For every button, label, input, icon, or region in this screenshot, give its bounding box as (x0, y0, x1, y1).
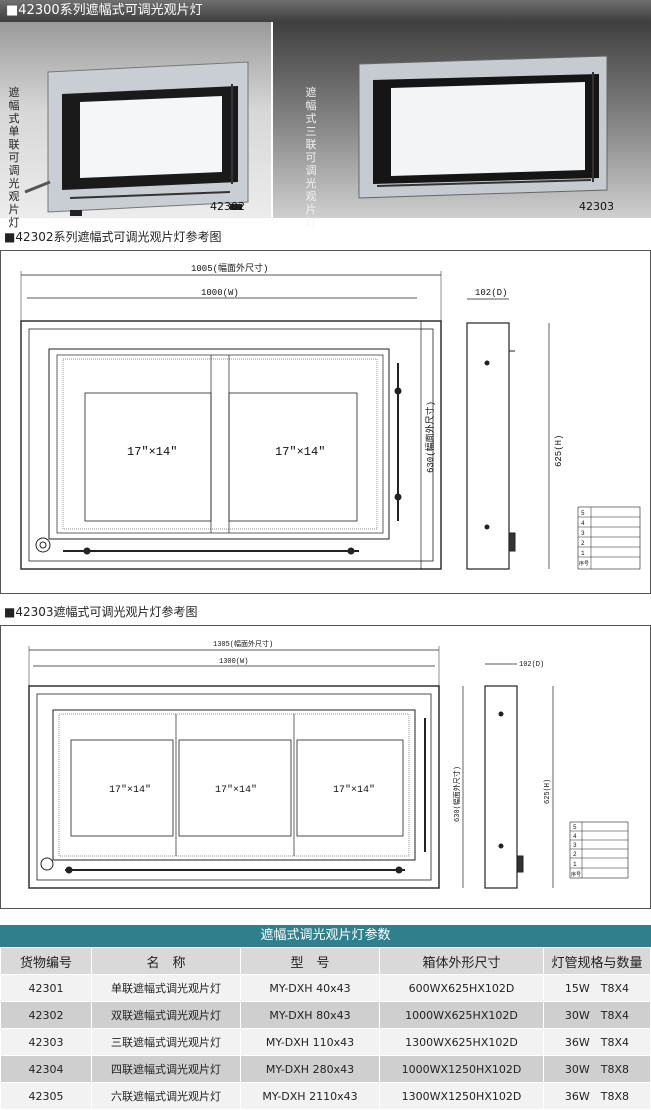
film-label: 17″×14″ (275, 445, 325, 459)
table-cell: 六联遮幅式调光观片灯 (91, 1082, 241, 1110)
dim-depth: 102(D) (475, 288, 507, 298)
table-cell: 42304 (0, 1055, 92, 1083)
dim-width: 1300(W) (219, 658, 248, 666)
table-cell: 36W T8X4 (543, 1028, 651, 1056)
table-cell: 42301 (0, 974, 92, 1002)
table-cell: 42305 (0, 1082, 92, 1110)
dim-outer-height: 630(幅面外尺寸) (424, 401, 436, 473)
table-cell: 42302 (0, 1001, 92, 1029)
table-cell: MY-DXH 40x43 (240, 974, 380, 1002)
svg-text:2: 2 (581, 540, 585, 547)
table-cell: 30W T8X8 (543, 1055, 651, 1083)
drawing-title-42303: ■42303遮幅式可调光观片灯参考图 (4, 605, 198, 619)
column-header: 型 号 (240, 947, 380, 975)
table-cell: 1300WX1250HX102D (379, 1082, 544, 1110)
table-cell: 1000WX1250HX102D (379, 1055, 544, 1083)
spec-table: 遮幅式调光观片灯参数 货物编号 名 称 型 号 箱体外形尺寸 灯管规格与数量 4… (0, 925, 651, 1110)
photo-model-number: 42303 (579, 200, 614, 213)
table-header-row: 货物编号 名 称 型 号 箱体外形尺寸 灯管规格与数量 (0, 947, 651, 975)
dim-width: 1000(W) (201, 288, 239, 298)
svg-text:3: 3 (573, 842, 577, 849)
column-header: 灯管规格与数量 (543, 947, 651, 975)
drawing-title-42302: ■42302系列遮幅式可调光观片灯参考图 (4, 230, 222, 244)
technical-drawing-42303: 1305(幅面外尺寸) 1300(W) 17″×14″ 17″×14″ 17″×… (0, 625, 651, 909)
table-row: 42305 六联遮幅式调光观片灯 MY-DXH 2110x43 1300WX12… (0, 1082, 651, 1110)
svg-text:序号: 序号 (571, 871, 581, 878)
svg-text:1: 1 (573, 861, 577, 868)
svg-text:5: 5 (581, 510, 585, 517)
dim-height: 625(H) (544, 779, 552, 804)
film-label: 17″×14″ (109, 784, 151, 796)
svg-text:3: 3 (581, 530, 585, 537)
table-cell: MY-DXH 110x43 (240, 1028, 380, 1056)
table-cell: 四联遮幅式调光观片灯 (91, 1055, 241, 1083)
table-cell: 单联遮幅式调光观片灯 (91, 974, 241, 1002)
film-label: 17″×14″ (127, 445, 177, 459)
table-cell: MY-DXH 280x43 (240, 1055, 380, 1083)
table-cell: 双联遮幅式调光观片灯 (91, 1001, 241, 1029)
lightbox-illustration (358, 55, 608, 199)
spec-table-title: 遮幅式调光观片灯参数 (0, 925, 651, 947)
table-row: 42304 四联遮幅式调光观片灯 MY-DXH 280x43 1000WX125… (0, 1055, 651, 1083)
table-row: 42301 单联遮幅式调光观片灯 MY-DXH 40x43 600WX625HX… (0, 974, 651, 1002)
column-header: 箱体外形尺寸 (379, 947, 544, 975)
film-label: 17″×14″ (215, 784, 257, 796)
table-cell: 600WX625HX102D (379, 974, 544, 1002)
dim-outer-width: 1005(幅面外尺寸) (191, 262, 268, 274)
film-label: 17″×14″ (333, 784, 375, 796)
product-photo-42303: 遮幅式三联可调光观片灯 42303 (273, 22, 651, 229)
table-cell: MY-DXH 80x43 (240, 1001, 380, 1029)
parts-legend: 5 4 3 2 1 序号 (569, 821, 629, 879)
table-row: 42302 双联遮幅式调光观片灯 MY-DXH 80x43 1000WX625H… (0, 1001, 651, 1029)
parts-legend: 5 4 3 2 1 序号 (577, 506, 641, 570)
dim-height: 625(H) (554, 435, 564, 467)
product-photo-42302: 遮幅式单联可调光观片灯 42302 (0, 22, 271, 229)
svg-text:序号: 序号 (579, 560, 589, 567)
column-header: 货物编号 (0, 947, 92, 975)
dim-outer-width: 1305(幅面外尺寸) (213, 639, 273, 649)
table-cell: 15W T8X4 (543, 974, 651, 1002)
lightbox-illustration (24, 61, 249, 216)
svg-text:4: 4 (573, 833, 577, 840)
table-cell: 42303 (0, 1028, 92, 1056)
table-cell: 1000WX625HX102D (379, 1001, 544, 1029)
table-cell: 三联遮幅式调光观片灯 (91, 1028, 241, 1056)
svg-text:5: 5 (573, 824, 577, 831)
dim-outer-height: 630(幅面外尺寸) (452, 766, 462, 822)
table-row: 42303 三联遮幅式调光观片灯 MY-DXH 110x43 1300WX625… (0, 1028, 651, 1056)
table-cell: 30W T8X4 (543, 1001, 651, 1029)
svg-text:2: 2 (573, 851, 577, 858)
column-header: 名 称 (91, 947, 241, 975)
page-header: ■42300系列遮幅式可调光观片灯 (0, 0, 651, 22)
photo-model-number: 42302 (210, 200, 245, 213)
photo-vertical-label: 遮幅式单联可调光观片灯 (8, 86, 20, 229)
table-cell: 36W T8X8 (543, 1082, 651, 1110)
table-cell: MY-DXH 2110x43 (240, 1082, 380, 1110)
table-cell: 1300WX625HX102D (379, 1028, 544, 1056)
svg-text:1: 1 (581, 550, 585, 557)
technical-drawing-42302: 1005(幅面外尺寸) 1000(W) 17″×14″ 17″×14″ 630(… (0, 250, 651, 594)
svg-text:4: 4 (581, 520, 585, 527)
dim-depth: 102(D) (519, 661, 544, 669)
photo-vertical-label: 遮幅式三联可调光观片灯 (305, 86, 317, 229)
